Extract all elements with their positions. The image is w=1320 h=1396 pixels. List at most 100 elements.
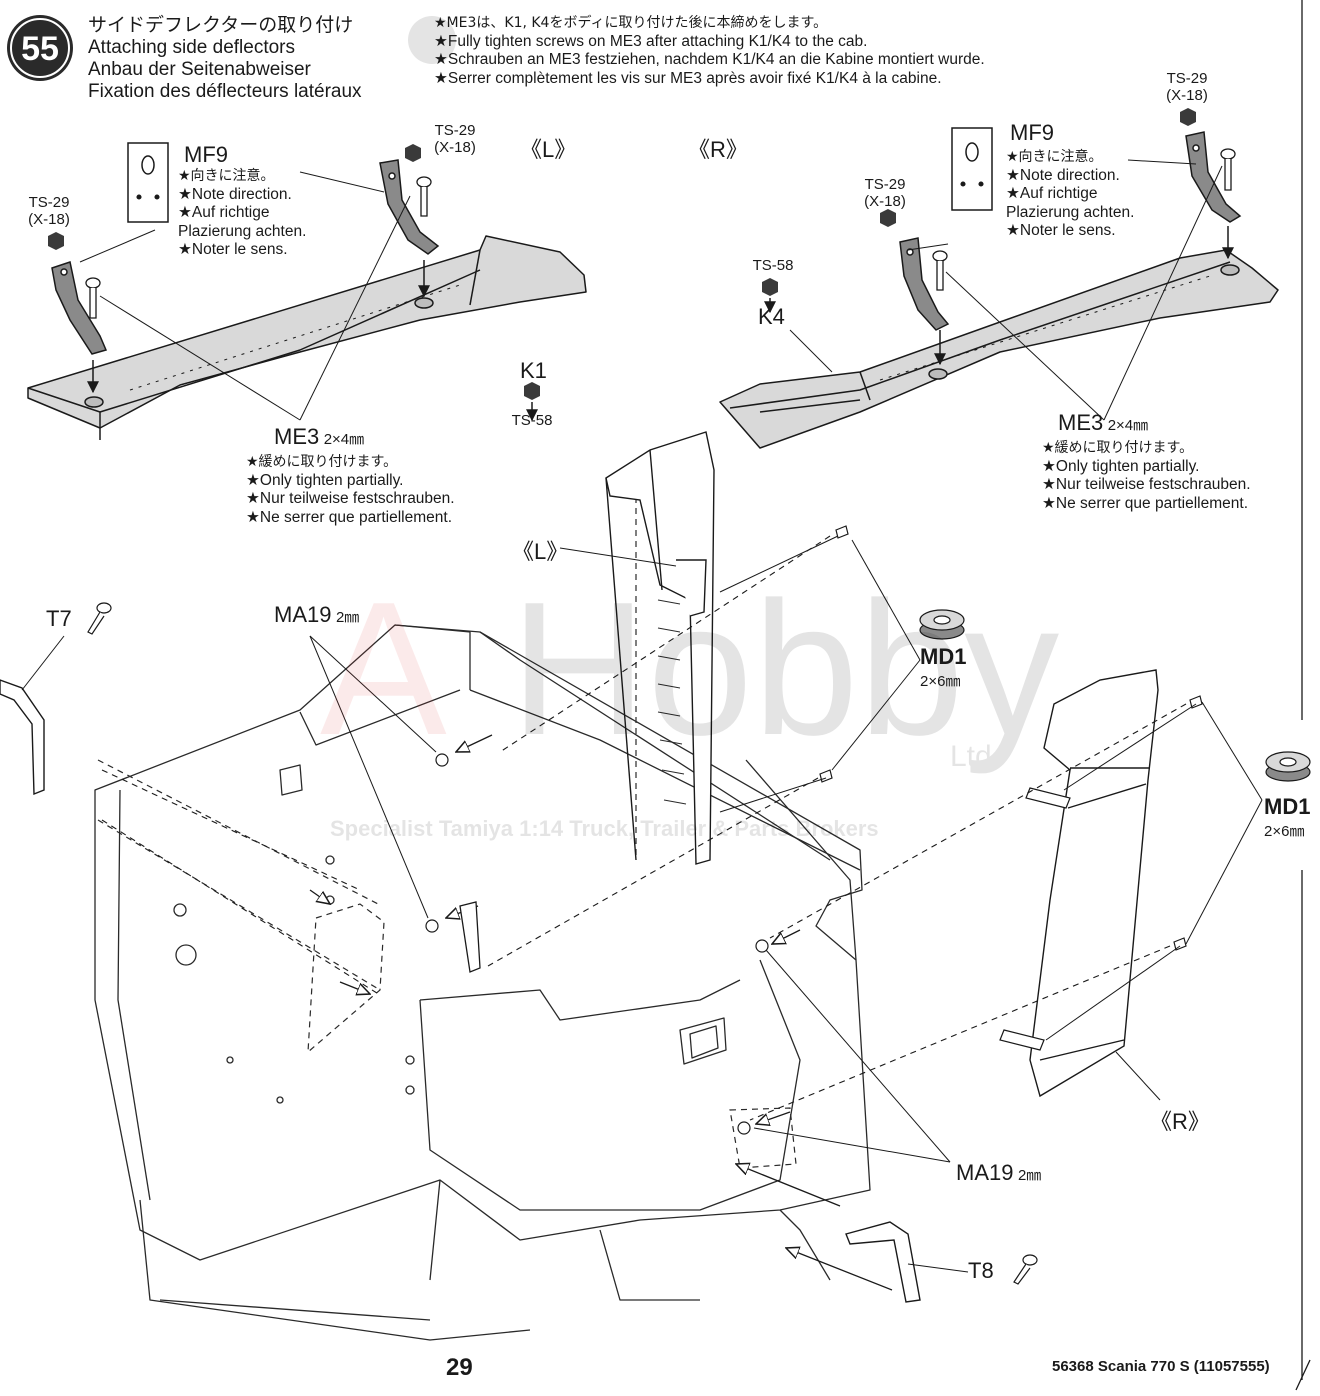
bracket-arm-right-b [1185, 131, 1242, 223]
label-me3-left: ME3 2×4㎜ [274, 424, 364, 450]
mf9-left-notes: ★向きに注意。 ★Note direction. ★Auf richtige P… [178, 167, 306, 260]
assembly-arrows-left [87, 260, 538, 422]
deflector-k4 [719, 249, 1279, 449]
bracket-arm-right-a [899, 237, 950, 331]
dashed-assembly-lines [101, 535, 1187, 1121]
label-ma19-top: MA19 2㎜ [274, 602, 359, 628]
label-md1-center: MD1 2×6㎜ [920, 644, 966, 691]
note-line: ★緩めに取り付けます。 [246, 454, 398, 470]
deflector-right-tabs [999, 787, 1071, 1051]
trim-t7 [0, 679, 45, 796]
label-ma19-bottom: MA19 2㎜ [956, 1160, 1041, 1186]
side-mark-right: 《R》 [688, 137, 748, 162]
trim-t8 [845, 1221, 921, 1303]
note-line: ★Noter le sens. [1006, 222, 1116, 239]
part-size: 2㎜ [335, 609, 360, 626]
note-line: ★Only tighten partially. [1042, 457, 1200, 475]
top-note: ★ME3は、K1, K4をボディに取り付けた後に本締めをします。 ★Fully … [434, 14, 985, 88]
note-line: ★Nur teilweise festschrauben. [246, 490, 455, 507]
note-line: ★Auf richtige [1006, 185, 1098, 202]
label-ts29: TS-29 [1166, 70, 1208, 87]
note-line: ★向きに注意。 [178, 168, 275, 184]
part-size: 2×4㎜ [1107, 417, 1149, 434]
label-ts58-right: TS-58 [752, 257, 794, 274]
side-mark-cab-right: 《R》 [1150, 1109, 1210, 1134]
mf9-right-notes: ★向きに注意。 ★Note direction. ★Auf richtige P… [1006, 148, 1134, 241]
mf9-bracket-right [951, 127, 993, 211]
watermark: A Hobby Ltd. Specialist Tamiya 1:14 Truc… [300, 560, 1060, 860]
watermark-brand-hobby: Hobby [510, 563, 1060, 775]
label-mf9-right: MF9 [1010, 120, 1054, 145]
side-mark-left: 《L》 [520, 137, 577, 162]
note-line: ★Note direction. [178, 185, 292, 203]
note-line: ★Ne serrer que partiellement. [1042, 494, 1249, 512]
side-deflector-left [605, 431, 715, 865]
label-x18: (X-18) [434, 139, 476, 156]
part-size: 2㎜ [1017, 1167, 1042, 1184]
solid-arrows [309, 734, 893, 1291]
part-name: MD1 [920, 644, 967, 669]
watermark-ltd: Ltd. [950, 740, 1001, 773]
label-ts29-left-b: TS-29 (X-18) [428, 122, 482, 156]
step-number: 55 [21, 30, 59, 68]
part-size: 2×4㎜ [323, 431, 365, 448]
label-t7: T7 [46, 606, 72, 631]
screw-icon [819, 525, 1203, 951]
note-line: ★向きに注意。 [1006, 149, 1103, 165]
label-md1-right: MD1 2×6㎜ [1264, 794, 1310, 841]
product-code: 56368 Scania 770 S (11057555) [1052, 1358, 1270, 1375]
cab-body [94, 624, 871, 1341]
clip-part [459, 901, 481, 973]
note-line: ★Ne serrer que partiellement. [246, 508, 453, 526]
label-k1: K1 [520, 358, 547, 383]
top-note-fr: ★Serrer complètement les vis sur ME3 apr… [434, 69, 942, 87]
step-title-de: Anbau der Seitenabweiser [88, 59, 311, 80]
side-mark-cab-left: 《L》 [512, 539, 569, 564]
hidden-outline [97, 475, 797, 1169]
label-ts29: TS-29 [28, 194, 70, 211]
leader-lines-left [79, 171, 411, 421]
deflector-k1 [27, 235, 587, 440]
label-x18: (X-18) [28, 211, 70, 228]
top-note-jp: ★ME3は、K1, K4をボディに取り付けた後に本締めをします。 [434, 15, 828, 31]
label-ts29: TS-29 [864, 176, 906, 193]
part-size: 2×6㎜ [1264, 823, 1305, 840]
label-ts29-left-a: TS-29 (X-18) [22, 194, 76, 228]
label-me3-right: ME3 2×4㎜ [1058, 410, 1148, 436]
note-line: ★Nur teilweise festschrauben. [1042, 476, 1251, 493]
margin-marks [1295, 0, 1311, 1391]
part-name: ME3 [1058, 410, 1104, 435]
label-k4: K4 [758, 304, 785, 329]
part-name: MD1 [1264, 794, 1311, 819]
screw-box-icon [919, 609, 1311, 782]
deflector-left-rungs [657, 599, 687, 805]
bracket-arm-left-a [51, 261, 108, 355]
pin-icon [87, 602, 1038, 1285]
label-ts29-right-a: TS-29 (X-18) [1160, 70, 1214, 104]
step-title-en: Attaching side deflectors [88, 37, 296, 58]
watermark-brand-a: A [320, 563, 447, 775]
label-x18: (X-18) [864, 193, 906, 210]
note-line: Plazierung achten. [1006, 203, 1135, 221]
part-name: ME3 [274, 424, 320, 449]
me3-right-notes: ★緩めに取り付けます。 ★Only tighten partially. ★Nu… [1042, 439, 1251, 513]
nut-icon [48, 108, 1196, 400]
side-deflector-right [1029, 669, 1159, 1098]
top-note-en: ★Fully tighten screws on ME3 after attac… [434, 32, 868, 50]
note-starburst [408, 16, 456, 64]
page-number: 29 [446, 1354, 473, 1381]
note-line: ★Noter le sens. [178, 241, 288, 258]
note-line: ★Note direction. [1006, 166, 1120, 184]
step-title-jp: サイドデフレクターの取り付け [88, 14, 354, 36]
note-line: ★Only tighten partially. [246, 471, 404, 489]
part-name: MA19 [274, 602, 332, 627]
label-mf9-left: MF9 [184, 142, 228, 167]
bracket-arm-left-b [379, 159, 440, 255]
label-k1-ts58: TS-58 [511, 412, 553, 429]
label-ts29: TS-29 [434, 122, 476, 139]
label-x18: (X-18) [1166, 87, 1208, 104]
label-ts29-right-b: TS-29 (X-18) [858, 176, 912, 210]
step-number-badge [7, 15, 73, 81]
step-title-fr: Fixation des déflecteurs latéraux [88, 81, 362, 102]
